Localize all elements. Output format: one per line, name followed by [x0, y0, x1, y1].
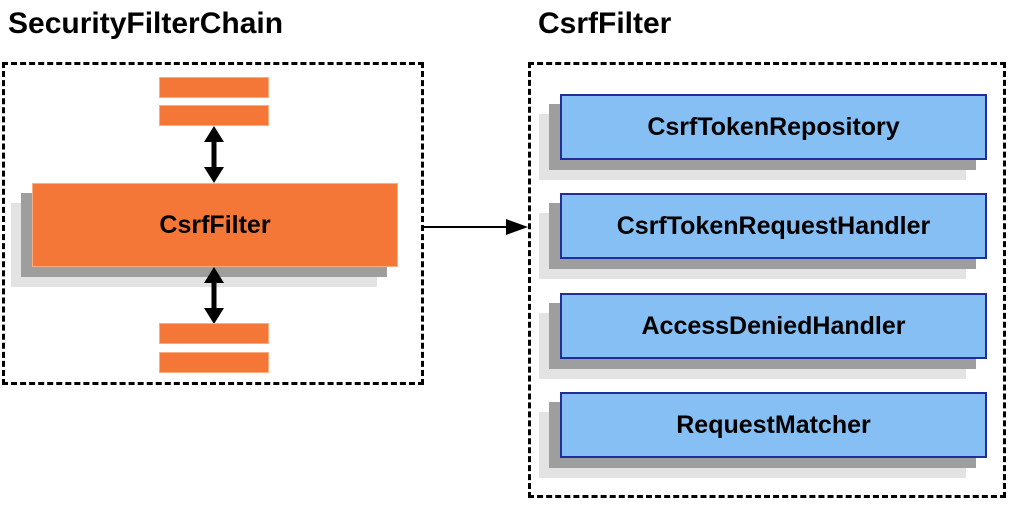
flow-arrow-icon	[424, 214, 529, 239]
filter-placeholder-bar	[159, 77, 269, 98]
component-csrf-token-repository: CsrfTokenRepository	[560, 94, 987, 160]
csrf-filter-title: CsrfFilter	[538, 7, 672, 40]
csrf-filter-node: CsrfFilter	[32, 183, 398, 267]
component-request-matcher: RequestMatcher	[560, 392, 987, 458]
csrf-filter-group: CsrfTokenRepository CsrfTokenRequestHand…	[528, 62, 1006, 498]
security-filter-chain-group: CsrfFilter	[2, 62, 424, 385]
component-csrf-token-request-handler: CsrfTokenRequestHandler	[560, 193, 987, 259]
filter-placeholder-bar	[159, 323, 269, 344]
security-filter-chain-title: SecurityFilterChain	[8, 7, 284, 40]
double-arrow-icon	[201, 126, 227, 183]
component-access-denied-handler: AccessDeniedHandler	[560, 293, 987, 359]
double-arrow-icon	[201, 267, 227, 324]
filter-placeholder-bar	[159, 352, 269, 373]
filter-placeholder-bar	[159, 105, 269, 126]
